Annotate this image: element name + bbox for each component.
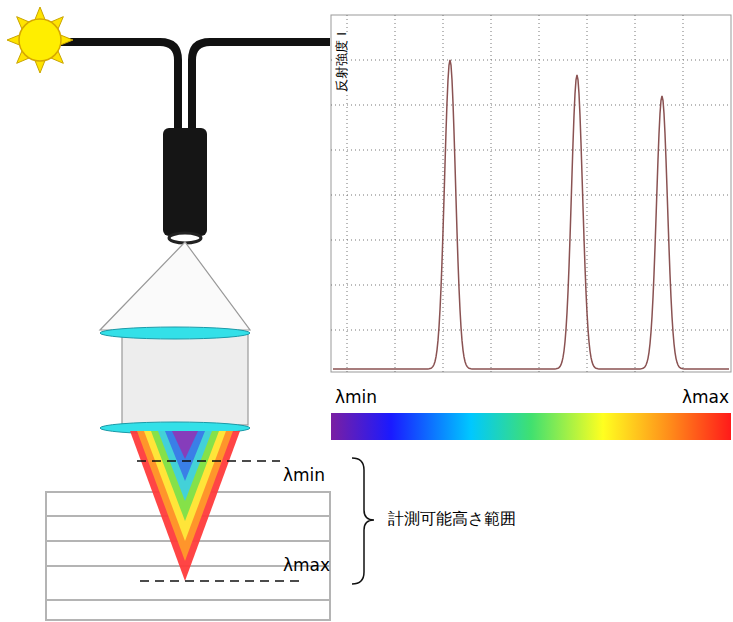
chromatic-focus-cone — [130, 431, 240, 581]
lens — [100, 327, 250, 339]
range-brace — [352, 458, 374, 584]
light-cone — [100, 242, 250, 330]
probe-head — [163, 128, 207, 236]
light-source — [7, 7, 73, 73]
spectrum-chart — [331, 15, 731, 372]
axis-title: 反射強度 I — [335, 32, 349, 92]
focus-max-label: λmax — [283, 556, 330, 575]
axis-max-label: λmax — [682, 388, 729, 407]
focus-min-label: λmin — [283, 466, 325, 485]
spectrum-bar — [331, 413, 731, 440]
focus-limit-lines — [137, 461, 302, 581]
collimated-beam — [122, 333, 248, 425]
axis-min-label: λmin — [335, 388, 377, 407]
optical-fiber — [60, 42, 330, 132]
range-label: 計測可能高さ範囲 — [388, 510, 516, 528]
